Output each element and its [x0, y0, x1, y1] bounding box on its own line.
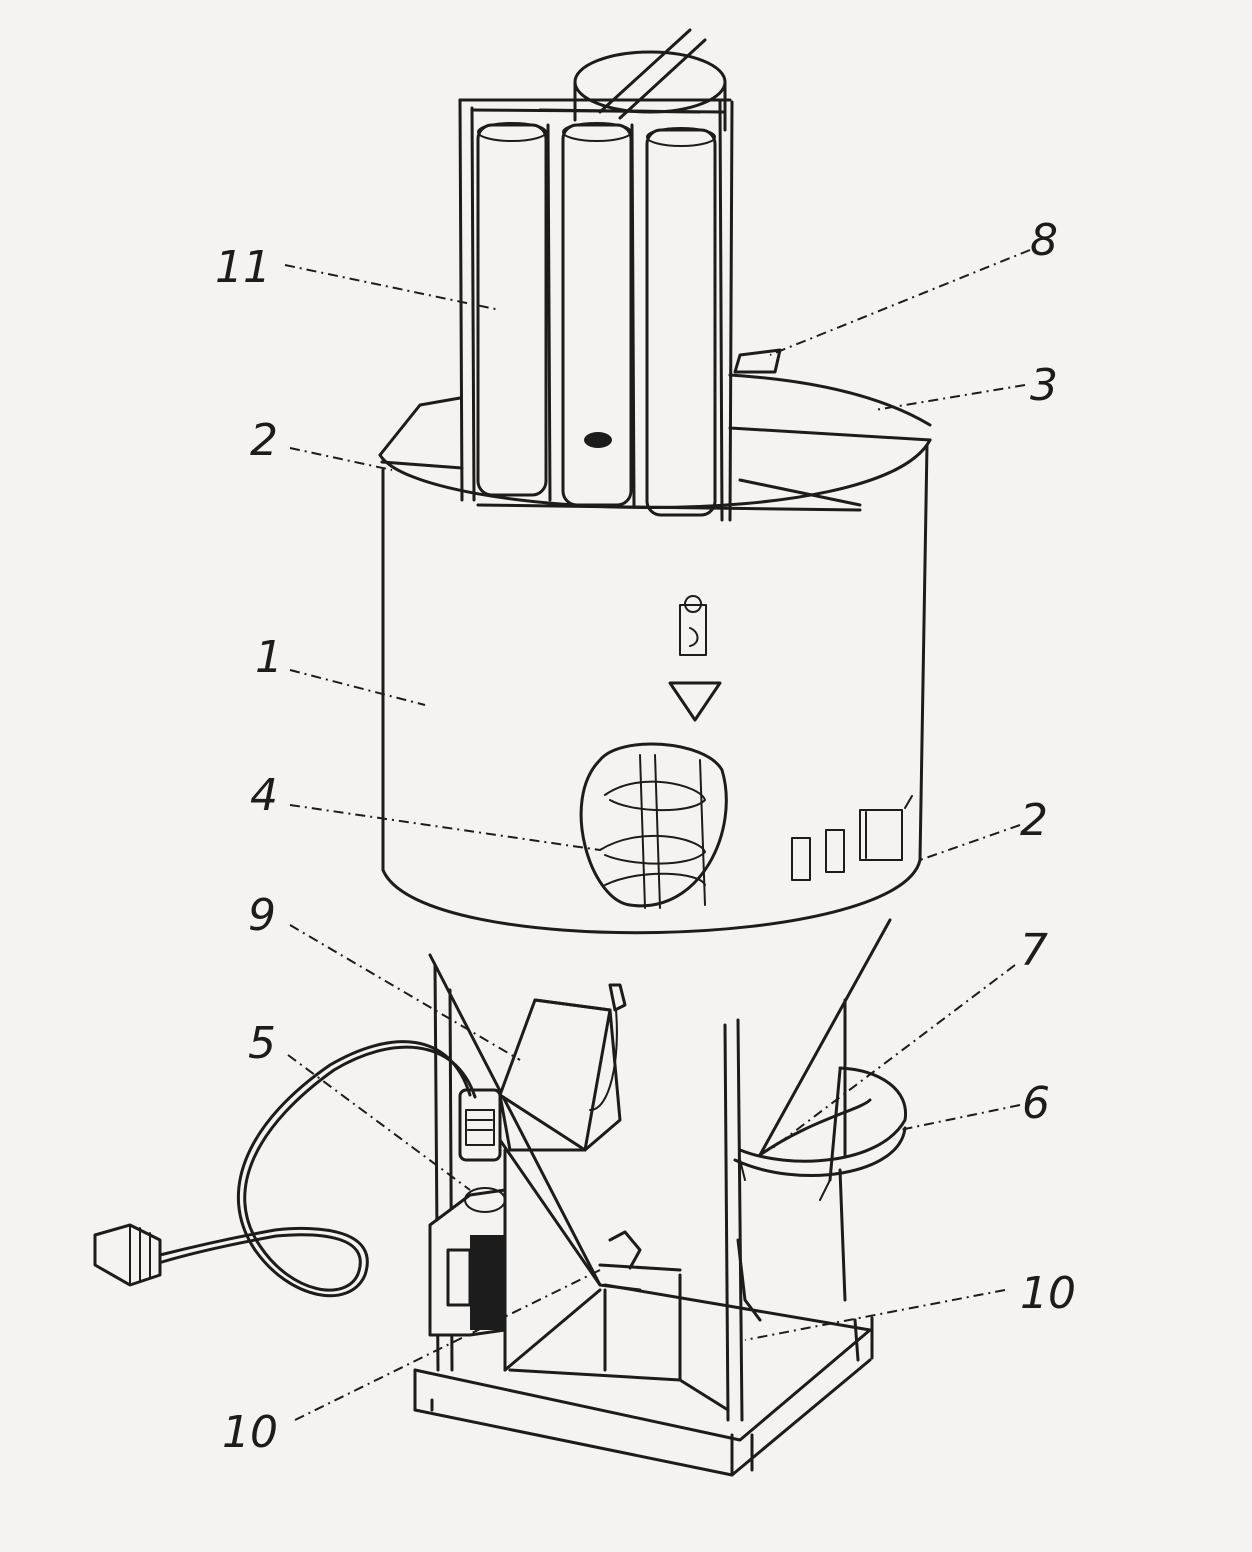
callout-4: 4 [250, 770, 278, 821]
leader-11 [284, 264, 501, 311]
power-cable [93, 1040, 477, 1298]
cylinder-body [381, 443, 929, 935]
leader-6 [899, 1104, 1021, 1131]
callout-1: 1 [255, 632, 283, 683]
callout-numbers: 11 8 3 2 1 4 2 9 7 5 6 10 10 [215, 215, 1076, 1458]
callout-3: 3 [1030, 360, 1058, 411]
callout-7: 7 [1020, 925, 1048, 976]
callout-6: 6 [1022, 1078, 1050, 1129]
leader-4 [289, 804, 601, 851]
upper-lid [378, 348, 932, 512]
leader-lines [284, 249, 1031, 1421]
switch-box [458, 1088, 502, 1162]
top-cover [538, 28, 727, 132]
callout-2-lower: 2 [1020, 795, 1048, 846]
filter-unit [458, 98, 734, 522]
electric-motor [428, 1187, 507, 1337]
control-box [498, 983, 627, 1152]
leader-2b [919, 824, 1021, 861]
leader-3 [874, 384, 1026, 411]
leader-5 [287, 1054, 471, 1191]
leader-10a [744, 1289, 1006, 1341]
callout-5: 5 [248, 1018, 276, 1069]
callout-2-upper: 2 [250, 415, 278, 466]
callout-10-right: 10 [1020, 1268, 1076, 1319]
leader-2a [289, 447, 393, 471]
leader-10b [294, 1269, 601, 1421]
leader-7 [769, 964, 1016, 1151]
callout-9: 9 [248, 890, 276, 941]
leader-9 [289, 924, 521, 1061]
discharge-chute [733, 1066, 908, 1201]
leader-8 [769, 249, 1031, 356]
base-frame [413, 963, 874, 1477]
leader-1 [289, 669, 426, 706]
callout-10-left: 10 [222, 1407, 278, 1458]
callout-8: 8 [1030, 215, 1058, 266]
callout-11: 11 [215, 242, 271, 293]
